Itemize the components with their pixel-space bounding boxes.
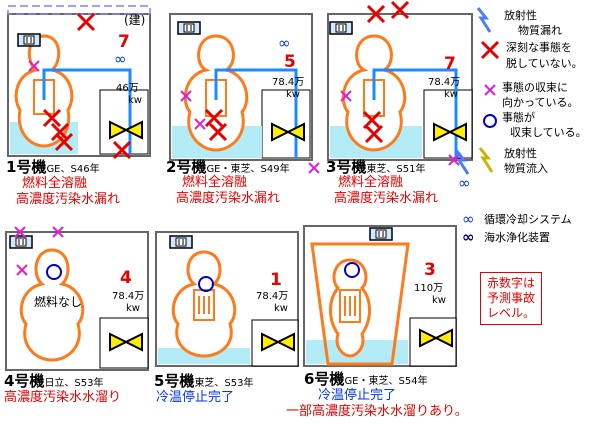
legend-red-x-icon: [480, 40, 500, 60]
legend-sea-purify: 海水浄化装置: [484, 231, 550, 244]
unit-1-level: 7: [118, 32, 130, 52]
unit-6-building: [303, 225, 457, 367]
unit-2-kw: kw: [286, 89, 300, 100]
unit-1-extra: (建): [124, 13, 146, 27]
unit-2-building: [169, 13, 313, 161]
unit-3-status1: 燃料全溶融: [338, 175, 404, 190]
unit-3-level: 7: [444, 54, 456, 74]
legend-circle-2: 収束している。: [510, 126, 587, 139]
legend-inflow-2: 物質流入: [504, 162, 548, 175]
unit-4-level: 4: [120, 268, 132, 288]
unit-4-kw: kw: [126, 303, 140, 314]
unit-6-kw: kw: [432, 295, 446, 306]
unit-4-name: 4号機日立、S53年: [4, 372, 104, 390]
unit-6-name: 6号機GE・東芝、S54年: [304, 370, 428, 388]
legend-pink-x-2: 向かっている。: [502, 96, 579, 109]
legend-pink-x-1: 事態の収束に: [502, 81, 568, 94]
unit-2-level: 5: [284, 52, 296, 72]
unit-2-infinity: ∞: [278, 34, 291, 52]
legend-inflow-icon: [478, 146, 494, 174]
legend-leak-2: 物質漏れ: [518, 24, 562, 37]
unit-3-infinity: ∞: [458, 174, 471, 192]
unit-5-level: 1: [270, 270, 282, 290]
legend-circle-icon: [483, 114, 497, 128]
unit-5-mw: 78.4万: [256, 291, 289, 302]
unit-2-status2: 高濃度汚染水漏れ: [176, 191, 281, 206]
unit-1-mw: 46万: [116, 83, 139, 94]
legend-red-x-2: 脱していない。: [506, 57, 583, 70]
unit-1-name: 1号機GE、S46年: [6, 158, 100, 176]
level-note-box: 赤数字は 予測事故 レベル。: [480, 272, 543, 325]
legend-circle-1: 事態が: [502, 111, 535, 124]
legend-pink-x-icon: [484, 84, 496, 96]
unit-3-kw: kw: [444, 89, 458, 100]
legend-red-x-1: 深刻な事態を: [506, 41, 572, 54]
unit-1-building: [7, 5, 151, 157]
unit-1-infinity: ∞: [114, 50, 127, 68]
level-note-2: 予測事故: [487, 291, 536, 305]
unit-1-kw: kw: [128, 95, 142, 106]
unit-3-name: 3号機東芝、S51年: [326, 158, 426, 176]
unit-4-mw: 78.4万: [112, 291, 145, 302]
legend-leak-1: 放射性: [504, 9, 537, 22]
level-note-1: 赤数字は: [487, 276, 536, 290]
unit-5-kw: kw: [274, 303, 288, 314]
unit-4-status1: 高濃度汚染水水溜り: [4, 390, 122, 405]
legend-sea-icon: ∞: [462, 228, 475, 246]
unit-1-status1: 燃料全溶融: [22, 176, 88, 191]
unit-2-mw: 78.4万: [272, 77, 305, 88]
legend-leak-icon: [476, 6, 492, 34]
unit-5-name: 5号機東芝、S53年: [154, 372, 254, 390]
unit-5-status1: 冷温停止完了: [156, 390, 235, 405]
unit-6-level: 3: [424, 260, 436, 280]
legend-circ-cool: 循環冷却システム: [484, 213, 572, 226]
unit-3-status2: 高濃度汚染水漏れ: [334, 191, 439, 206]
unit-4-fuel-note: 燃料なし: [34, 295, 83, 309]
legend-inflow-1: 放射性: [504, 147, 537, 160]
unit-1-status2: 高濃度汚染水漏れ: [16, 192, 121, 207]
unit-4-building: [5, 231, 149, 371]
legend-circ-icon: ∞: [462, 210, 475, 228]
unit-6-mw: 110万: [414, 283, 444, 294]
unit-3-mw: 78.4万: [428, 77, 461, 88]
unit-5-building: [155, 231, 299, 367]
unit-2-name: 2号機GE・東芝、S49年: [166, 158, 290, 176]
unit-2-status1: 燃料全溶融: [182, 175, 248, 190]
unit-6-status2: 一部高濃度汚染水水溜りあり。: [286, 404, 468, 419]
level-note-3: レベル。: [487, 306, 536, 320]
unit-6-status1: 冷温停止完了: [318, 388, 397, 403]
